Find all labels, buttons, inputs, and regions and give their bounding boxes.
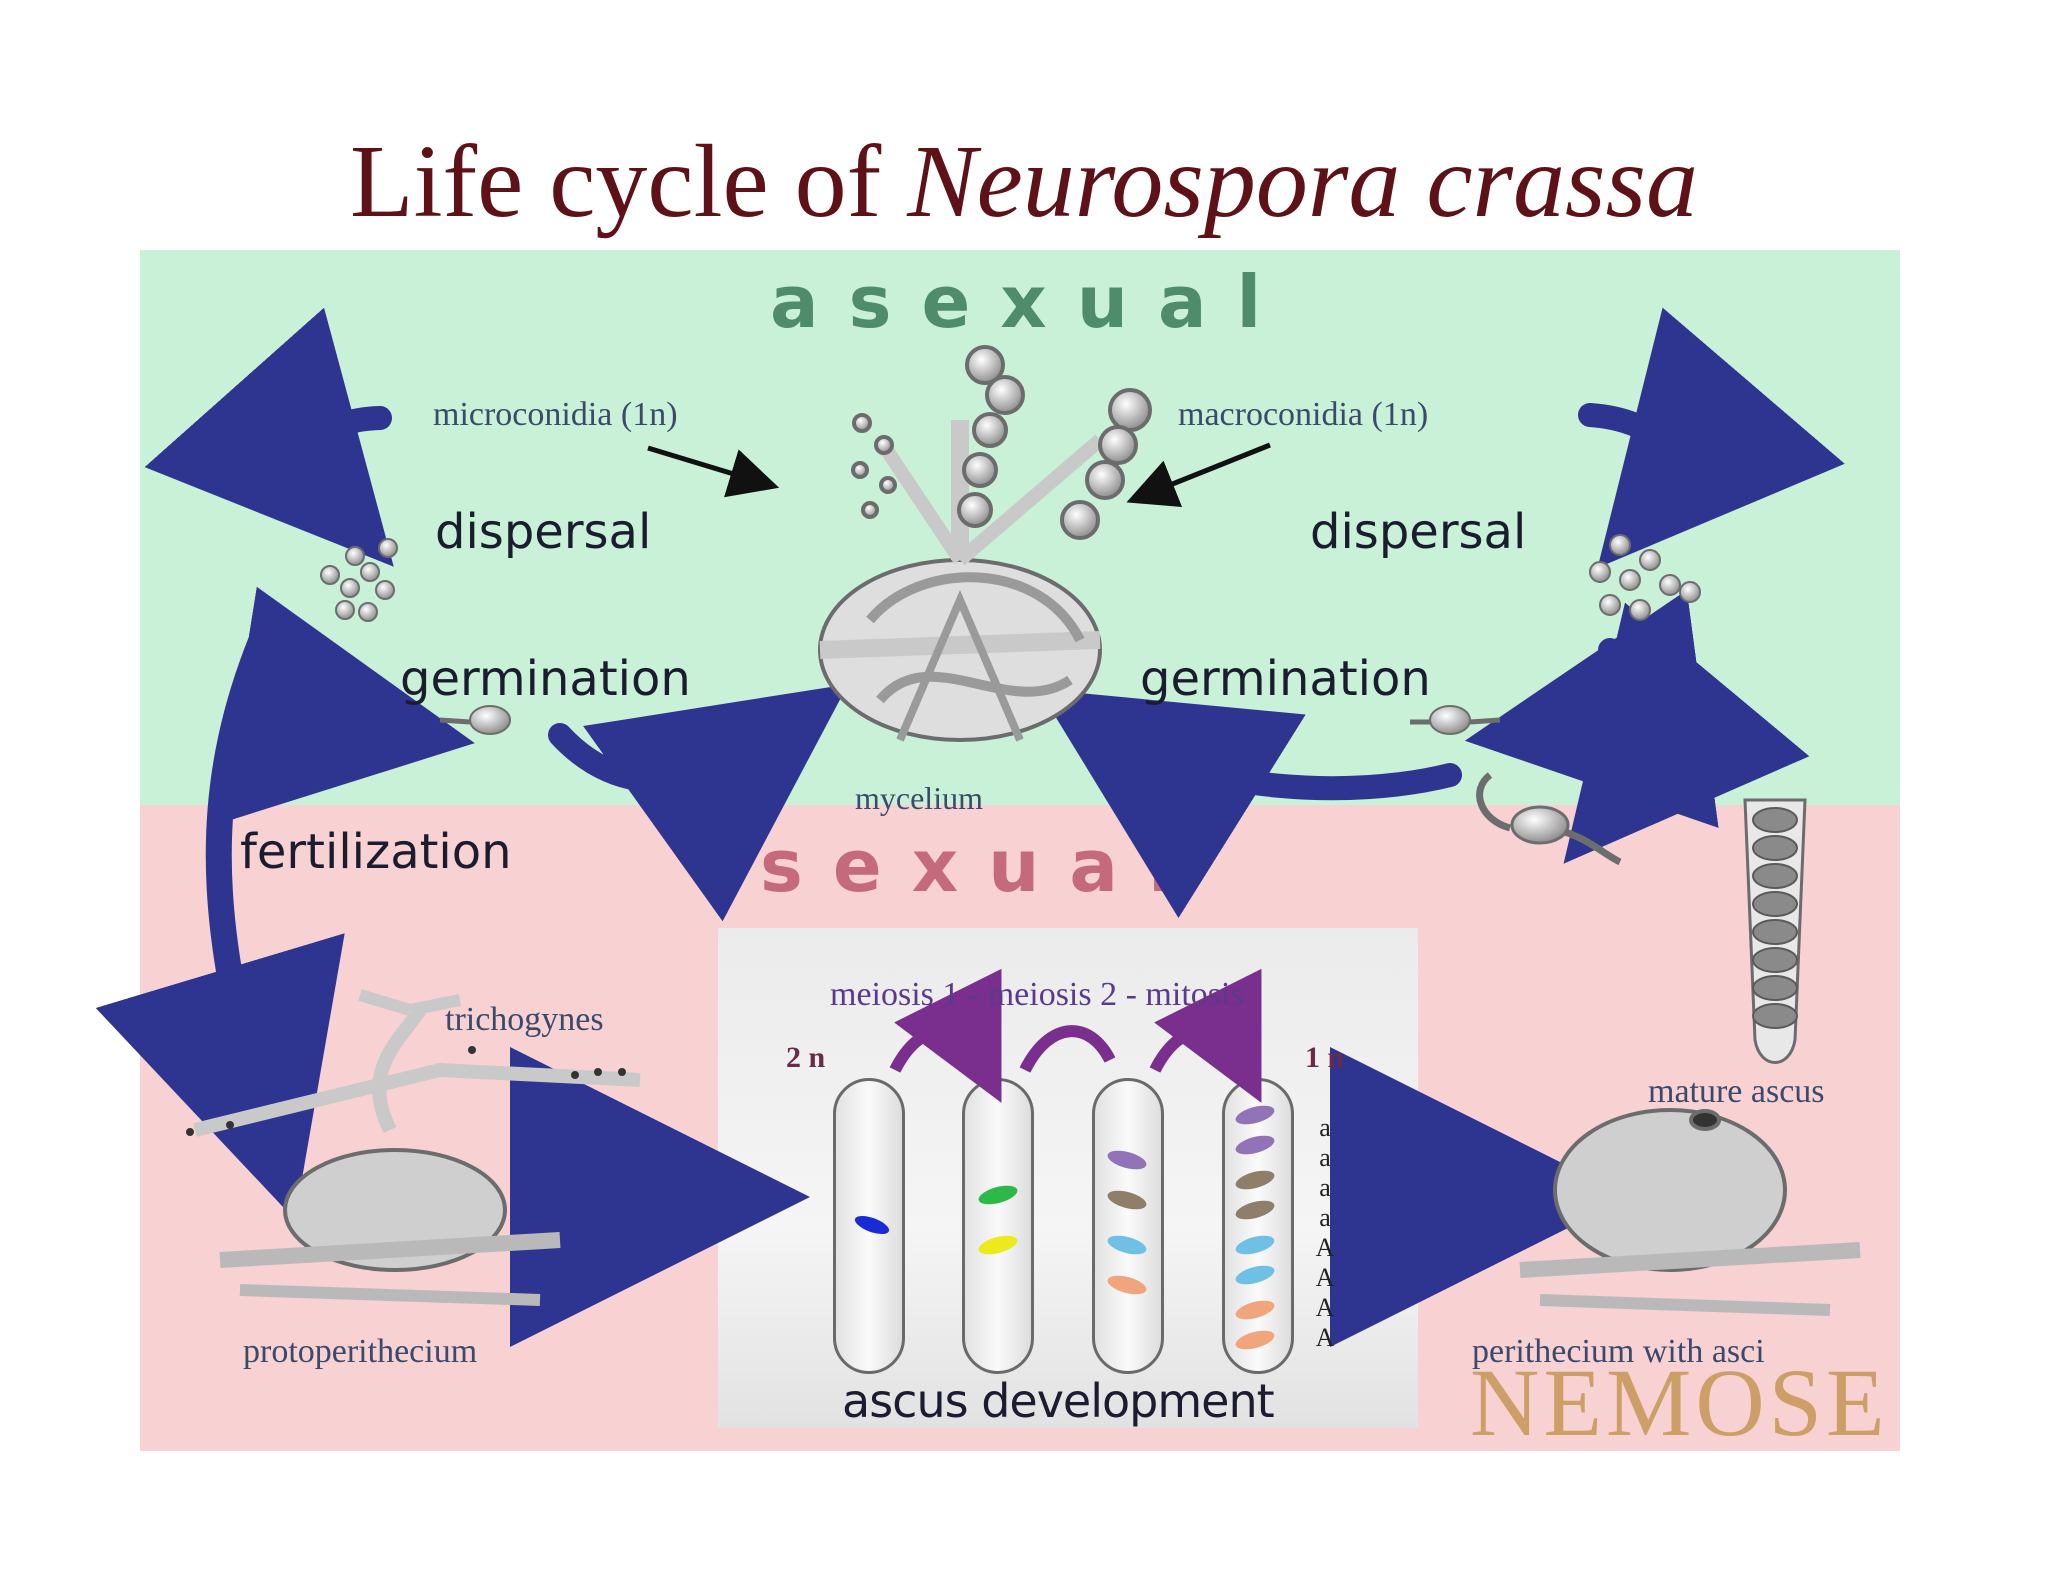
title-prefix: Life cycle of	[350, 124, 908, 239]
label-protoperithecium: protoperithecium	[243, 1333, 478, 1370]
label-dispersal-left: dispersal	[435, 504, 652, 560]
label-perithecium: perithecium with asci	[1472, 1333, 1765, 1370]
watermark-nemose: NEMOSE	[1470, 1349, 1889, 1456]
ascus-tube-meiosis2	[1092, 1078, 1164, 1374]
germinating-spore-left	[439, 705, 511, 735]
conidia-right	[1589, 534, 1701, 621]
arrow-ascus-return	[1563, 602, 1810, 864]
allele-4: a	[1319, 1203, 1331, 1232]
ascus-tube-mitosis	[1222, 1078, 1294, 1374]
label-germination-left: germination	[400, 651, 691, 707]
perithecium-illustration	[1519, 1108, 1861, 1316]
fertilization-arrow	[95, 614, 345, 1220]
ascus-nuclei	[854, 1105, 1275, 1350]
arrow-to-mycelium-right	[1038, 689, 1462, 919]
pointer-macroconidia	[1126, 442, 1271, 508]
ascus-tube-meiosis1	[962, 1078, 1034, 1374]
allele-7: A	[1315, 1293, 1335, 1322]
label-2n: 2 n	[786, 1041, 826, 1074]
germinating-spore-right	[1410, 705, 1501, 735]
pointer-microconidia	[647, 445, 780, 498]
label-ascus-development: ascus development	[842, 1374, 1275, 1428]
label-trichogynes: trichogynes	[445, 1001, 604, 1038]
label-1n: 1 n	[1305, 1041, 1345, 1074]
ascus-tube-2n	[833, 1078, 905, 1374]
arrow-left-top	[144, 307, 394, 567]
label-fertilization: fertilization	[240, 824, 512, 880]
label-microconidia: microconidia (1n)	[433, 396, 678, 433]
arrow-right-top	[1578, 307, 1845, 568]
arrow-left-germ	[218, 586, 475, 824]
meiosis-arrows	[889, 968, 1262, 1103]
blue-arrows	[144, 307, 1845, 922]
label-meiosis: meiosis 1 - meiosis 2 - mitosis	[830, 976, 1244, 1013]
mycelium-illustration	[818, 345, 1152, 742]
diagram-title: Life cycle of Neurospora crassa	[0, 130, 2048, 234]
allele-5: A	[1315, 1233, 1335, 1262]
label-mycelium: mycelium	[855, 780, 983, 816]
spermatia-dots	[186, 1046, 626, 1136]
ascospore-germinating	[1476, 772, 1622, 866]
allele-2: a	[1319, 1143, 1331, 1172]
allele-3: a	[1319, 1173, 1331, 1202]
label-dispersal-right: dispersal	[1310, 504, 1527, 560]
allele-1: a	[1319, 1113, 1331, 1142]
arrow-to-mycelium-left	[548, 684, 849, 922]
allele-6: A	[1315, 1263, 1335, 1292]
conidia-left	[320, 538, 398, 622]
label-germination-right: germination	[1140, 651, 1431, 707]
allele-8: A	[1315, 1323, 1335, 1352]
protoperithecium-illustration	[193, 989, 641, 1306]
arrow-right-germ	[1464, 589, 1719, 828]
mature-ascus-illustration	[1743, 798, 1807, 1064]
asexual-label: asexual	[770, 260, 1292, 344]
title-species: Neurospora crassa	[907, 124, 1698, 239]
label-macroconidia: macroconidia (1n)	[1178, 396, 1429, 433]
label-mature-ascus: mature ascus	[1648, 1073, 1825, 1110]
